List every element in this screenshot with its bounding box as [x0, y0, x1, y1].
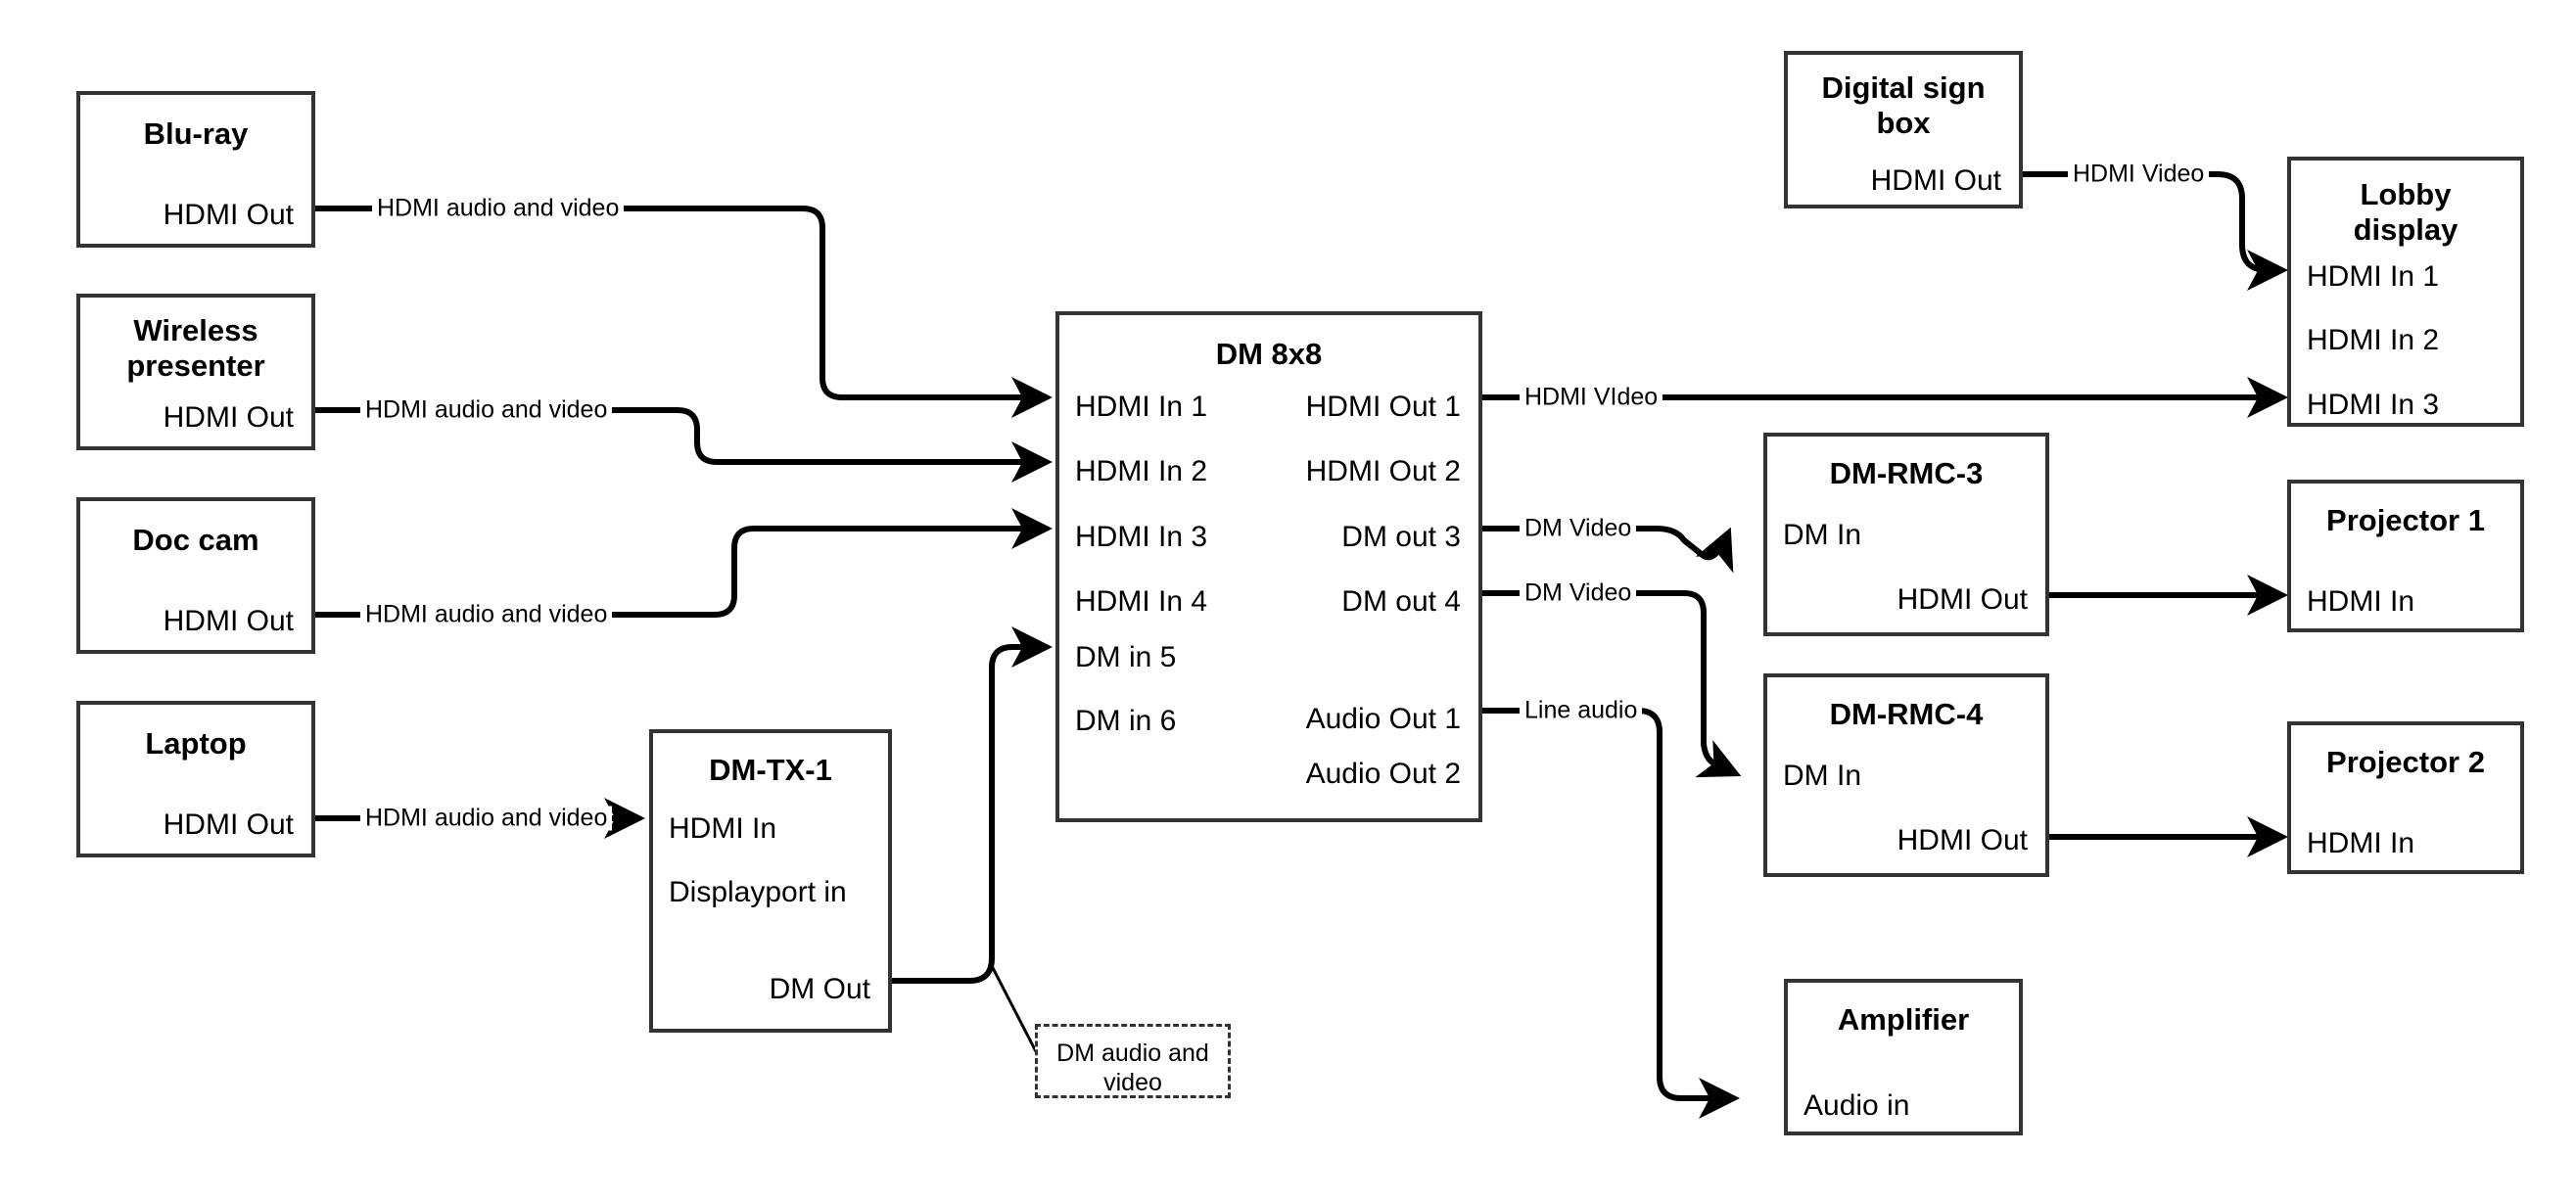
node-amplifier-port-audio-in: Audio in: [1803, 1089, 1910, 1122]
node-dm-8x8-input-dm-in-6: DM in 6: [1075, 705, 1177, 737]
edge-label-sign-to-lobby: HDMI Video: [2068, 162, 2210, 187]
node-dm-rmc-4-port-dm-in: DM In: [1783, 760, 1862, 792]
note-dm-audio-and-video-line1: DM audio and: [1056, 1039, 1209, 1067]
node-projector-1-port-hdmi-in: HDMI In: [2307, 585, 2415, 618]
wire-bluray-to-dm8x8: [315, 206, 1053, 418]
node-dm-8x8-input-hdmi-in-1: HDMI In 1: [1075, 391, 1208, 423]
node-dm-8x8-output-hdmi-out-2: HDMI Out 2: [1305, 455, 1461, 487]
wire-dm8x8-to-amplifier: [1482, 708, 1740, 1119]
node-projector-2-port-hdmi-in: HDMI In: [2307, 827, 2415, 859]
node-lobby-display-port-hdmi-in-3: HDMI In 3: [2307, 389, 2440, 421]
node-dm-8x8-title: DM 8x8: [1215, 337, 1323, 371]
node-dm-rmc-3-port-dm-in: DM In: [1783, 519, 1862, 551]
node-digital-sign-box-title-line1: Digital sign: [1821, 70, 1986, 105]
node-wireless-presenter[interactable]: Wireless presenter HDMI Out: [76, 294, 315, 450]
edge-label-dm8x8-hdmiout1-to-lobby: HDMI VIdeo: [1520, 385, 1663, 410]
node-amplifier-title: Amplifier: [1837, 1002, 1970, 1037]
node-projector-2[interactable]: Projector 2 HDMI In: [2287, 721, 2524, 874]
node-wireless-presenter-title-line2: presenter: [126, 348, 265, 383]
edge-label-dm8x8-audioout1-to-amplifier: Line audio: [1520, 698, 1643, 723]
node-lobby-display-title-line2: display: [2353, 212, 2459, 247]
node-laptop[interactable]: Laptop HDMI Out: [76, 701, 315, 857]
node-bluray-port-hdmi-out: HDMI Out: [163, 199, 294, 231]
node-dm-8x8-input-hdmi-in-3: HDMI In 3: [1075, 521, 1208, 553]
edge-label-doccam-to-dm8x8: HDMI audio and video: [360, 602, 613, 627]
node-projector-2-title: Projector 2: [2326, 745, 2485, 779]
node-lobby-display[interactable]: Lobby display HDMI In 1 HDMI In 2 HDMI I…: [2287, 157, 2524, 427]
note-dm-audio-and-video: DM audio and video: [1035, 1024, 1231, 1098]
node-dm-tx-1-port-dm-out: DM Out: [769, 973, 870, 1005]
node-bluray-title: Blu-ray: [143, 116, 249, 151]
node-dm-tx-1-port-hdmi-in: HDMI In: [669, 812, 777, 845]
node-laptop-port-hdmi-out: HDMI Out: [163, 808, 294, 841]
node-dm-rmc-3-title: DM-RMC-3: [1829, 456, 1984, 490]
node-doc-cam-title: Doc cam: [132, 523, 259, 557]
node-dm-rmc-4[interactable]: DM-RMC-4 DM In HDMI Out: [1763, 673, 2049, 877]
node-dm-rmc-4-port-hdmi-out: HDMI Out: [1897, 824, 2028, 856]
node-dm-8x8-output-dm-out-3: DM out 3: [1341, 521, 1461, 553]
node-dm-8x8[interactable]: DM 8x8 HDMI In 1 HDMI In 2 HDMI In 3 HDM…: [1055, 311, 1482, 822]
node-dm-8x8-input-hdmi-in-4: HDMI In 4: [1075, 585, 1208, 618]
node-doc-cam-port-hdmi-out: HDMI Out: [163, 605, 294, 637]
node-lobby-display-port-hdmi-in-1: HDMI In 1: [2307, 260, 2440, 293]
wire-sign-to-lobby: [2023, 171, 2288, 291]
edge-label-dm8x8-dmout3-to-dmrmc3: DM Video: [1520, 516, 1637, 541]
edge-label-dm8x8-dmout4-to-dmrmc4: DM Video: [1520, 580, 1637, 606]
node-wireless-presenter-title-line1: Wireless: [133, 313, 258, 347]
node-wireless-presenter-port-hdmi-out: HDMI Out: [163, 401, 294, 434]
edge-label-bluray-to-dm8x8: HDMI audio and video: [372, 196, 625, 221]
node-dm-8x8-input-hdmi-in-2: HDMI In 2: [1075, 455, 1208, 487]
node-doc-cam[interactable]: Doc cam HDMI Out: [76, 497, 315, 654]
node-dm-8x8-input-dm-in-5: DM in 5: [1075, 641, 1177, 673]
node-dm-8x8-output-audio-out-1: Audio Out 1: [1305, 703, 1461, 735]
node-dm-8x8-output-audio-out-2: Audio Out 2: [1305, 758, 1461, 790]
node-dm-tx-1-title: DM-TX-1: [709, 753, 832, 787]
node-dm-8x8-output-hdmi-out-1: HDMI Out 1: [1305, 391, 1461, 423]
node-laptop-title: Laptop: [145, 726, 247, 761]
node-bluray[interactable]: Blu-ray HDMI Out: [76, 91, 315, 248]
node-dm-tx-1[interactable]: DM-TX-1 HDMI In Displayport in DM Out: [649, 729, 892, 1033]
node-digital-sign-box-port-hdmi-out: HDMI Out: [1870, 164, 2001, 197]
node-dm-tx-1-port-displayport-in: Displayport in: [669, 876, 847, 908]
note-dm-audio-and-video-line2: video: [1103, 1069, 1162, 1096]
node-dm-rmc-3[interactable]: DM-RMC-3 DM In HDMI Out: [1763, 433, 2049, 636]
node-amplifier[interactable]: Amplifier Audio in: [1784, 979, 2023, 1135]
node-projector-1-title: Projector 1: [2326, 503, 2485, 537]
edge-label-wireless-to-dm8x8: HDMI audio and video: [360, 397, 613, 423]
wire-dmtx1-to-dm8x8: [892, 626, 1053, 984]
wire-dm8x8-to-dmrmc4: [1482, 590, 1742, 778]
node-lobby-display-title-line1: Lobby: [2360, 177, 2452, 211]
node-digital-sign-box-title-line2: box: [1876, 106, 1931, 140]
node-digital-sign-box[interactable]: Digital sign box HDMI Out: [1784, 51, 2023, 208]
edge-label-laptop-to-dmtx1: HDMI audio and video: [360, 806, 613, 831]
node-lobby-display-port-hdmi-in-2: HDMI In 2: [2307, 324, 2440, 356]
leader-line-dm-note: [989, 963, 1042, 1060]
node-dm-8x8-output-dm-out-4: DM out 4: [1341, 585, 1461, 618]
node-dm-rmc-4-title: DM-RMC-4: [1829, 697, 1984, 731]
node-dm-rmc-3-port-hdmi-out: HDMI Out: [1897, 583, 2028, 616]
node-projector-1[interactable]: Projector 1 HDMI In: [2287, 480, 2524, 632]
